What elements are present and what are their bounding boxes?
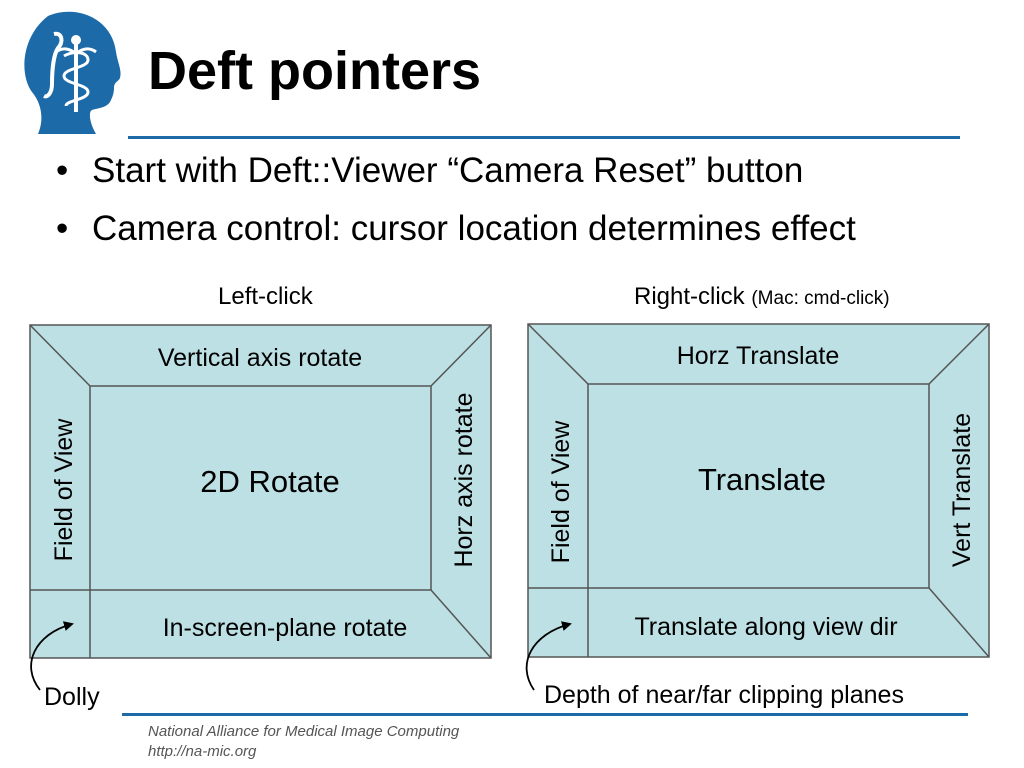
bullet-text: Camera control: cursor location determin… xyxy=(92,209,856,248)
footer-divider xyxy=(122,713,968,716)
left-diagram-caption: Left-click xyxy=(218,283,313,311)
right-right-zone-label: Vert Translate xyxy=(948,413,976,567)
right-center-zone-label: Translate xyxy=(698,462,826,497)
clipping-depth-arrow-icon xyxy=(525,621,572,691)
right-click-diagram: Horz Translate Translate Translate along… xyxy=(525,323,990,709)
page-title: Deft pointers xyxy=(148,41,482,101)
left-bottom-zone-label: In-screen-plane rotate xyxy=(163,614,408,642)
right-top-zone-label: Horz Translate xyxy=(677,342,840,370)
right-center-zone xyxy=(587,383,930,589)
clipping-depth-label: Depth of near/far clipping planes xyxy=(544,681,904,709)
title-divider xyxy=(128,136,960,139)
left-center-zone xyxy=(89,385,432,591)
right-bottom-zone-label: Translate along view dir xyxy=(634,613,897,641)
right-side-zone-label: Field of View xyxy=(547,420,575,564)
bullet-item: • Start with Deft::Viewer “Camera Reset” … xyxy=(56,150,856,192)
footer: National Alliance for Medical Image Comp… xyxy=(148,722,459,762)
bullet-dot-icon: • xyxy=(56,151,69,190)
left-right-zone-label: Horz axis rotate xyxy=(450,392,478,567)
dolly-label: Dolly xyxy=(44,683,100,711)
right-click-label: Right-click xyxy=(634,283,745,310)
left-click-diagram: Vertical axis rotate 2D Rotate In-screen… xyxy=(29,324,492,711)
bullet-list: • Start with Deft::Viewer “Camera Reset” … xyxy=(56,150,856,266)
footer-url: http://na-mic.org xyxy=(148,743,257,760)
mac-note: (Mac: cmd-click) xyxy=(751,288,890,309)
left-click-label: Left-click xyxy=(218,283,313,310)
bullet-dot-icon: • xyxy=(56,209,69,248)
left-center-zone-label: 2D Rotate xyxy=(200,464,340,499)
bullet-item: • Camera control: cursor location determi… xyxy=(56,208,856,250)
right-diagram-caption: Right-click (Mac: cmd-click) xyxy=(634,283,890,313)
left-top-zone-label: Vertical axis rotate xyxy=(158,344,362,372)
bullet-text: Start with Deft::Viewer “Camera Reset” b… xyxy=(92,151,804,190)
footer-org-name: National Alliance for Medical Image Comp… xyxy=(148,723,460,740)
left-side-zone-label: Field of View xyxy=(50,418,78,562)
na-mic-logo-icon xyxy=(24,11,121,135)
dolly-arrow-icon xyxy=(30,621,74,691)
